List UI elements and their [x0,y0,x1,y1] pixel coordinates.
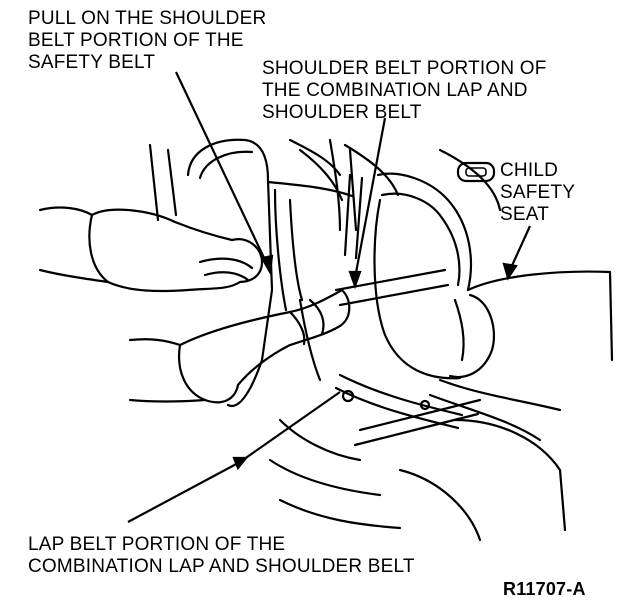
lower-arm-lower-edge [128,398,207,403]
label-line: PULL ON THE SHOULDER [28,8,267,29]
label-line: LAP BELT PORTION OF THE [28,534,286,555]
label-line: SHOULDER BELT [262,102,422,123]
leader-lap-portion-extension [239,391,341,463]
label-line: COMBINATION LAP AND SHOULDER BELT [28,556,415,577]
label-line: SAFETY [500,182,576,203]
leader-pull-shoulder [175,71,267,263]
leader-child-seat [508,225,532,271]
vehicle-seat-back [148,138,354,408]
label-line: THE COMBINATION LAP AND [262,80,528,101]
child-safety-seat [373,148,614,542]
leader-shoulder-portion [353,117,387,279]
leader-lines [127,71,532,523]
leader-lap-portion [127,461,241,523]
label-line: SEAT [500,204,550,225]
upper-hand [88,208,264,293]
lower-arm [128,338,182,347]
label-line: BELT PORTION OF THE [28,30,244,51]
label-child-safety-seat: CHILD SAFETY SEAT [500,160,575,226]
label-line: SHOULDER BELT PORTION OF [262,58,547,79]
label-pull-on-shoulder-belt: PULL ON THE SHOULDER BELT PORTION OF THE… [28,8,266,74]
child-seat-symbol-icon [456,161,496,183]
figure-code: R11707-A [503,579,586,599]
arrowhead-child-seat [502,262,518,281]
arrowhead-shoulder-portion [348,270,362,290]
upper-arm [38,206,94,217]
upper-arm-lower-edge [38,268,110,284]
rear-seat-cushion [268,138,402,530]
arrowhead-pull-shoulder [260,254,274,276]
label-line: SAFETY BELT [28,52,156,73]
label-lap-belt-portion: LAP BELT PORTION OF THE COMBINATION LAP … [28,534,415,578]
lap-belt [334,373,482,447]
label-line: CHILD [500,160,559,181]
label-shoulder-belt-portion: SHOULDER BELT PORTION OF THE COMBINATION… [262,58,547,124]
lower-hand [178,288,351,404]
